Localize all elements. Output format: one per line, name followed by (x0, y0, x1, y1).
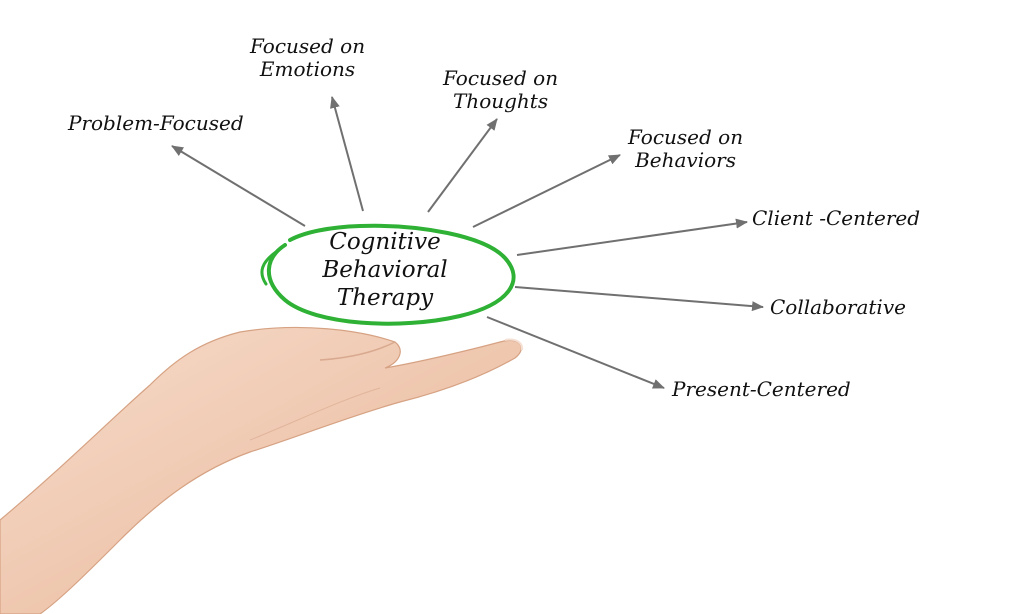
arrow-focused-emotions (330, 96, 364, 212)
arrow-collaborative (514, 286, 764, 312)
label-focused-on-behaviors: Focused on Behaviors (628, 126, 743, 172)
open-palm-hand-icon (0, 326, 524, 614)
label-focused-on-emotions: Focused on Emotions (250, 35, 365, 81)
label-behaviors-line-2: Behaviors (635, 148, 736, 172)
label-focused-on-thoughts: Focused on Thoughts (443, 67, 558, 113)
label-thoughts-line-1: Focused on (443, 66, 559, 90)
center-line-1: Cognitive (329, 229, 441, 255)
center-title: Cognitive Behavioral Therapy (280, 228, 490, 312)
label-behaviors-line-1: Focused on (628, 125, 744, 149)
label-problem-focused-text: Problem-Focused (68, 111, 244, 135)
label-emotions-line-2: Emotions (259, 57, 356, 81)
label-problem-focused: Problem-Focused (68, 112, 244, 135)
label-collaborative-text: Collaborative (770, 295, 906, 319)
center-line-3: Therapy (336, 285, 434, 311)
label-client-centered: Client -Centered (752, 207, 920, 230)
arrow-focused-thoughts (427, 118, 498, 213)
label-present-centered: Present-Centered (672, 378, 851, 401)
label-client-centered-text: Client -Centered (752, 206, 921, 230)
arrow-problem-focused (171, 145, 306, 227)
label-collaborative: Collaborative (770, 296, 906, 319)
label-thoughts-line-2: Thoughts (452, 89, 549, 113)
label-present-centered-text: Present-Centered (672, 377, 851, 401)
arrow-focused-behaviors (472, 154, 621, 228)
arrow-present-centered (486, 316, 665, 389)
center-line-2: Behavioral (322, 257, 448, 283)
arrow-client-centered (516, 218, 748, 256)
label-emotions-line-1: Focused on (250, 34, 366, 58)
green-ring-icon (260, 223, 516, 326)
